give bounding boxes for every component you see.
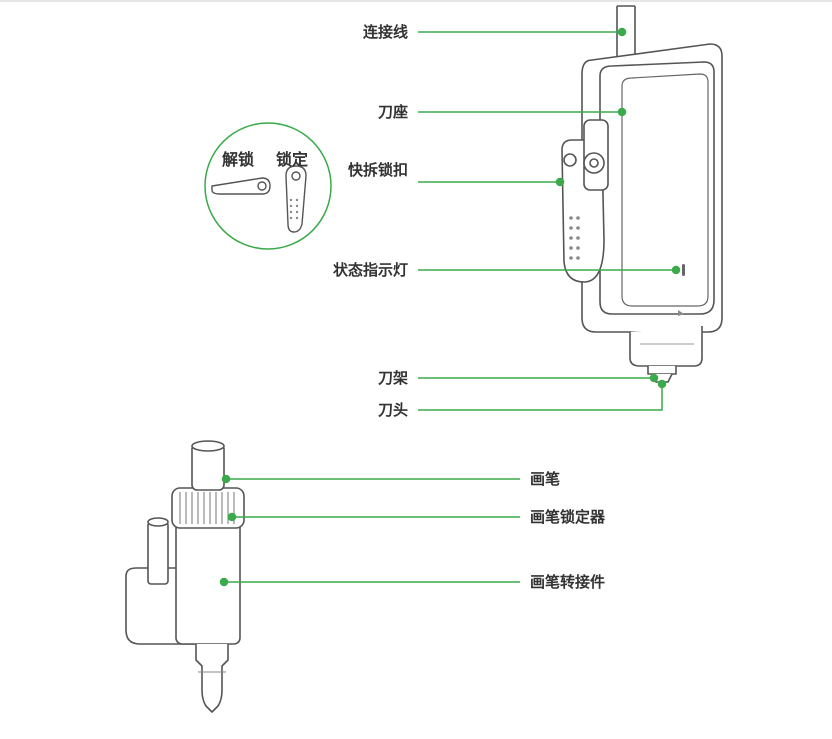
pen-locker-shape: [171, 487, 245, 529]
inset-label-lock: 锁定: [276, 150, 309, 169]
inset-label-unlock: 解锁: [222, 150, 255, 169]
pen-module: [125, 440, 245, 713]
status-light-shape: [682, 264, 685, 276]
clip-dots: [569, 216, 580, 260]
label-blade-frame: 刀架: [377, 369, 408, 387]
lock-lever-icon: [285, 165, 307, 233]
label-status-light: 状态指示灯: [332, 261, 408, 279]
blade-frame-shape: [629, 326, 703, 367]
blade-holder-panel: [621, 73, 709, 307]
top-divider: [0, 0, 832, 2]
lock-inset: [204, 122, 332, 250]
leader-lines: [219, 27, 681, 587]
cutter-module: [561, 5, 723, 383]
label-blade-holder: 刀座: [377, 103, 408, 121]
label-quick-release-lock: 快拆锁扣: [347, 161, 408, 179]
blade-holder-front: [599, 61, 715, 315]
label-pen-locker: 画笔锁定器: [530, 508, 606, 526]
label-pen: 画笔: [530, 470, 561, 488]
label-pen-adapter: 画笔转接件: [530, 573, 606, 591]
label-blade-tip: 刀头: [377, 401, 408, 419]
label-cable: 连接线: [362, 23, 408, 41]
unlock-lever-icon: [211, 177, 271, 195]
